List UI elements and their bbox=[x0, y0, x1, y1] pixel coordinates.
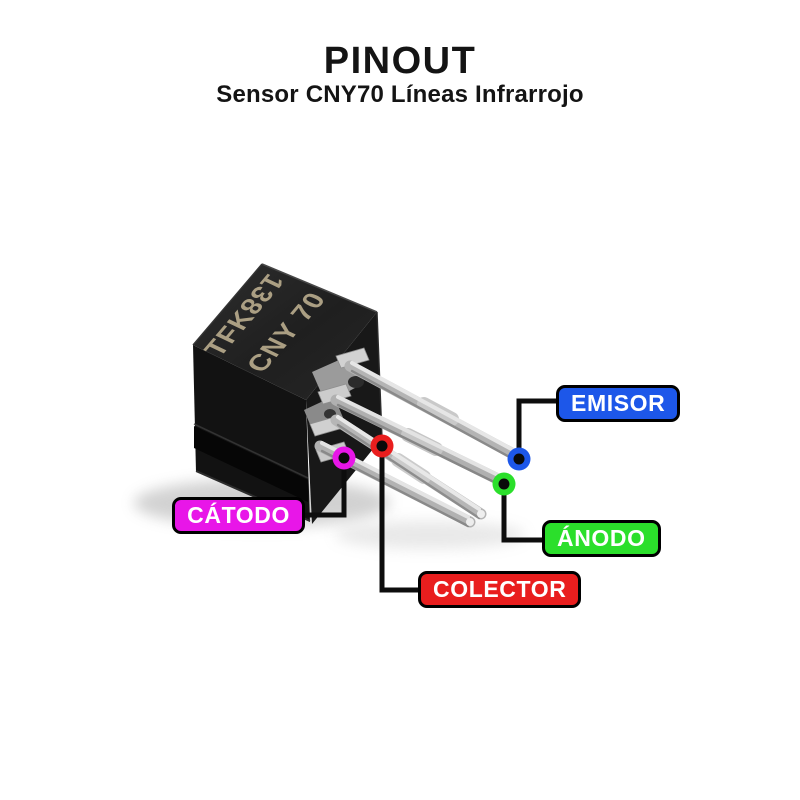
connectors bbox=[300, 398, 560, 593]
pin-marker-anodo bbox=[492, 472, 516, 496]
sensor-edge-top bbox=[261, 263, 378, 313]
pin-label-colector: COLECTOR bbox=[418, 571, 582, 609]
page-title: PINOUT bbox=[323, 40, 477, 82]
connector-colector bbox=[379, 446, 426, 593]
sensor-edge-left bbox=[192, 263, 263, 346]
page-subtitle: Sensor CNY70 Líneas Infrarrojo bbox=[216, 81, 584, 108]
pin-label-anodo: ÁNODO bbox=[542, 520, 661, 558]
pin-marker-emisor bbox=[507, 447, 531, 471]
pin-anode bbox=[330, 394, 508, 487]
sensor-groove bbox=[194, 426, 308, 502]
pins-shadow bbox=[335, 521, 525, 549]
pin-marker-catodo bbox=[332, 446, 356, 470]
pin-label-emisor: EMISOR bbox=[556, 385, 681, 423]
connector-catodo bbox=[300, 458, 347, 518]
pin-label-catodo: CÁTODO bbox=[172, 497, 305, 535]
connector-anodo bbox=[501, 484, 548, 543]
connector-emisor bbox=[516, 398, 560, 459]
pin-collector bbox=[330, 414, 487, 520]
pin-marker-colector bbox=[370, 434, 394, 458]
pin-emitter bbox=[344, 360, 523, 462]
pin-markers bbox=[332, 434, 531, 496]
sensor-groove-highlight bbox=[193, 423, 309, 479]
sensor-right-face bbox=[306, 312, 382, 524]
